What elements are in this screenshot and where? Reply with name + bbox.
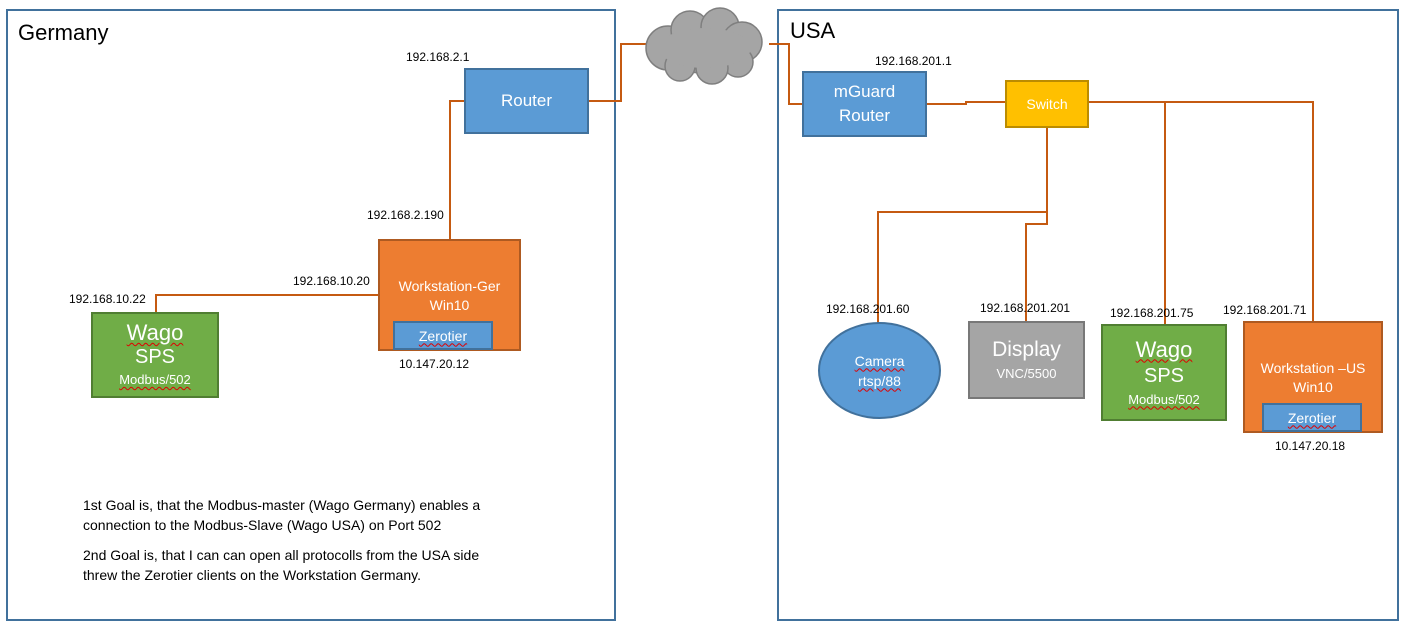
usa-title: USA [790,18,836,43]
workstation-us-ip: 192.168.201.71 [1223,303,1307,317]
goal-1-line-2: connection to the Modbus-Slave (Wago USA… [83,517,442,533]
zerotier-ger-ip: 10.147.20.12 [399,357,470,371]
zerotier-us-box[interactable]: Zerotier [1262,403,1362,432]
camera-protocol: rtsp/88 [858,372,901,389]
mguard-router-line-2: Router [838,106,891,125]
link-switch-display [1025,212,1048,322]
goal-1-line-1: 1st Goal is, that the Modbus-master (Wag… [83,497,481,513]
workstation-us-name: Workstation –US [1260,360,1366,376]
zerotier-ger-label: Zerotier [418,327,468,344]
link-switch-camera [877,127,1048,325]
workstation-ger-name: Workstation-Ger [398,278,501,294]
link-cloud-mguard [769,43,803,105]
display-protocol: VNC/5500 [996,366,1057,381]
goal-1: 1st Goal is, that the Modbus-master (Wag… [83,495,563,535]
workstation-ger-uplink-ip: 192.168.2.190 [367,208,444,222]
goal-2: 2nd Goal is, that I can can open all pro… [83,545,563,585]
zerotier-us-ip: 10.147.20.18 [1275,439,1346,453]
link-switch-workstation-us [1088,101,1314,322]
workstation-us-os: Win10 [1293,379,1333,395]
wago-ger-name: Wago [126,320,184,345]
switch-label: Switch [1026,96,1068,112]
camera-ip: 192.168.201.60 [826,302,910,316]
workstation-ger-os: Win10 [429,297,470,313]
zerotier-us-label: Zerotier [1287,409,1337,426]
goal-2-line-1: 2nd Goal is, that I can can open all pro… [83,547,480,563]
wago-us-name: Wago [1135,336,1193,362]
link-workstation-wago [155,294,379,314]
zerotier-ger-box[interactable]: Zerotier [393,321,493,350]
switch-box[interactable]: Switch [1005,80,1089,128]
germany-title: Germany [18,20,109,45]
router-box[interactable]: Router [464,68,589,134]
wago-ger-protocol: Modbus/502 [119,372,191,387]
mguard-router-box[interactable]: mGuard Router [802,71,927,137]
wago-ger-type: SPS [134,346,176,368]
workstation-ger-lan-ip: 192.168.10.20 [293,274,370,288]
wago-us-box[interactable]: Wago SPS Modbus/502 [1101,324,1227,421]
wago-ger-ip: 192.168.10.22 [69,292,146,306]
camera-node[interactable]: Camera rtsp/88 [818,322,941,419]
display-label: Display [992,338,1061,361]
wago-us-type: SPS [1143,364,1185,387]
router-label: Router [500,91,553,110]
display-ip: 192.168.201.201 [980,301,1071,315]
goal-2-line-2: threw the Zerotier clients on the Workst… [83,567,421,583]
router-ip-label: 192.168.2.1 [406,50,470,64]
link-router-workstation [449,100,465,240]
mguard-router-line-1: mGuard [833,82,896,101]
wago-us-protocol: Modbus/502 [1128,391,1200,407]
link-mguard-switch [926,101,1006,105]
goals-note: 1st Goal is, that the Modbus-master (Wag… [83,495,563,595]
display-box[interactable]: Display VNC/5500 [968,321,1085,399]
camera-label: Camera [854,352,905,369]
wago-ger-box[interactable]: Wago SPS Modbus/502 [91,312,219,398]
link-router-cloud [588,43,648,102]
mguard-ip: 192.168.201.1 [875,54,952,68]
wago-us-ip: 192.168.201.75 [1110,306,1194,320]
